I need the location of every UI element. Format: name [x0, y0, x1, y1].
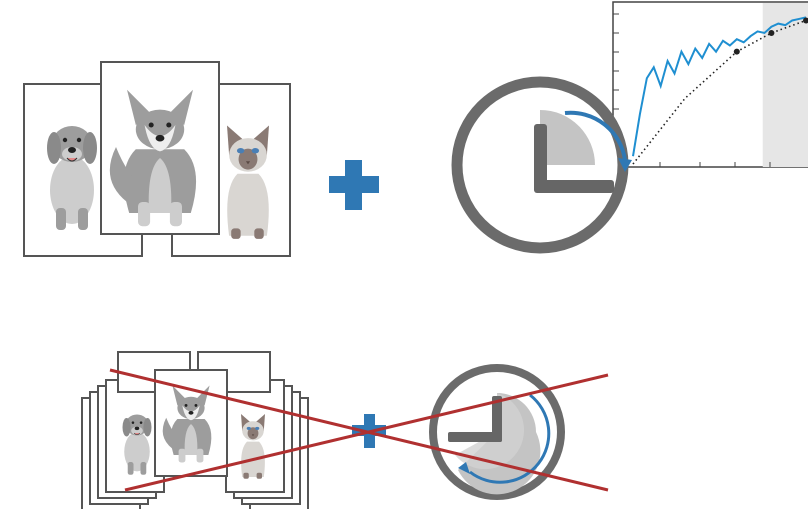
- chart-marker: [768, 29, 775, 36]
- small-clock-arrow: [469, 393, 551, 484]
- chart-marker: [733, 48, 740, 55]
- chart-marker: [803, 17, 808, 24]
- cross-line-up: [124, 373, 609, 492]
- clock-wedge: [540, 110, 595, 165]
- chart-markers: [733, 17, 808, 55]
- clock-arrow: [564, 110, 627, 161]
- cat-image: [227, 125, 269, 239]
- small-cat-image: [241, 414, 265, 479]
- training-curve-chart: [612, 1, 808, 168]
- small-clock-arrow-head: [458, 462, 470, 474]
- cross-out-icon: [109, 368, 609, 492]
- chart-x-ticks: [659, 162, 771, 167]
- small-clock-icon: [429, 364, 565, 500]
- small-clock-hour-hand: [492, 396, 502, 442]
- large-image-stack: [23, 61, 291, 257]
- small-image-stacks: [81, 351, 309, 509]
- plus-icon: [329, 160, 379, 210]
- clock-hour-hand: [534, 124, 547, 192]
- small-clock-minute-hand: [448, 432, 502, 442]
- clock-minute-hand: [534, 180, 614, 193]
- chart-solid-series: [632, 16, 807, 157]
- clock-icon: [451, 76, 632, 254]
- clock-arrow-head: [618, 158, 632, 172]
- cross-line-down: [109, 368, 609, 492]
